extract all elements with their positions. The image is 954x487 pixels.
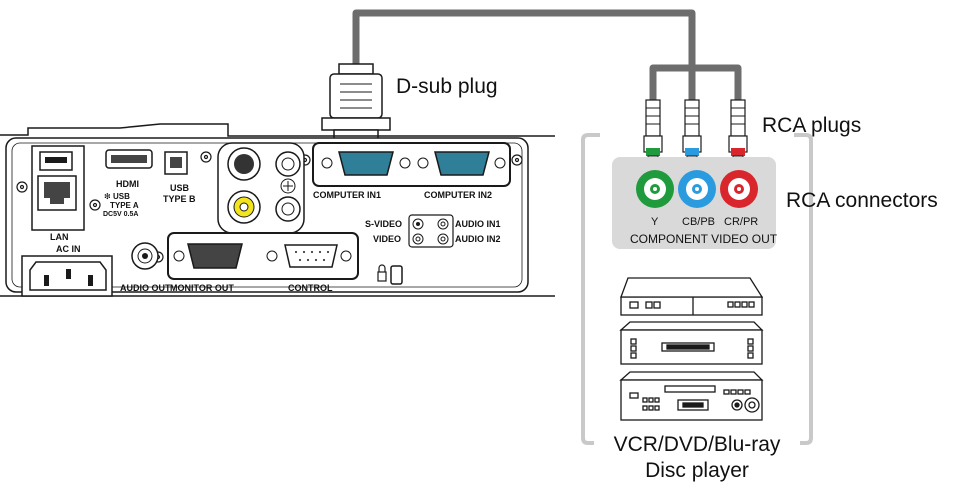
component-cable bbox=[352, 9, 742, 100]
control-label: CONTROL bbox=[288, 283, 333, 293]
audio-in2-label: AUDIO IN2 bbox=[455, 234, 501, 244]
projector-rear-panel: LAN HDMI USB ❇ TYPE A DC5V 0.5A USB TYPE… bbox=[0, 123, 555, 297]
rca-plug-red bbox=[728, 99, 748, 167]
rca-label-cb: CB/PB bbox=[682, 216, 715, 228]
audio-in1-label: AUDIO IN1 bbox=[455, 219, 501, 229]
hdmi-label: HDMI bbox=[116, 179, 139, 189]
rca-plugs-label: RCA plugs bbox=[762, 114, 862, 137]
player-caption-line1: VCR/DVD/Blu-ray bbox=[613, 433, 781, 456]
usb-icon: ❇ bbox=[104, 192, 111, 201]
dsub-plug-label: D-sub plug bbox=[396, 75, 498, 98]
audio-out-label: AUDIO OUT bbox=[120, 283, 171, 293]
rca-label-cr: CR/PR bbox=[724, 216, 758, 228]
component-video-out-label: COMPONENT VIDEO OUT bbox=[630, 232, 778, 246]
rca-connector-cb bbox=[678, 170, 716, 208]
monitor-out-port bbox=[173, 243, 243, 269]
rca-plug-green bbox=[643, 99, 663, 167]
rca-connector-cr bbox=[720, 170, 758, 208]
ac-in-label: AC IN bbox=[56, 244, 81, 254]
control-port bbox=[266, 244, 352, 268]
rca-plug-blue bbox=[682, 99, 702, 167]
device-bracket bbox=[581, 133, 813, 445]
rca-connector-y bbox=[636, 170, 674, 208]
lan-label: LAN bbox=[50, 232, 69, 242]
rca-connectors-label: RCA connectors bbox=[786, 189, 938, 212]
monitor-out-label: MONITOR OUT bbox=[170, 283, 234, 293]
usb-a-power-label: DC5V 0.5A bbox=[103, 211, 138, 218]
video-label: VIDEO bbox=[373, 234, 401, 244]
dvd-player-icon bbox=[620, 277, 764, 316]
rca-label-y: Y bbox=[651, 216, 659, 228]
blu-ray-player-icon bbox=[619, 371, 764, 421]
rca-connector-panel: Y CB/PB CR/PR COMPONENT VIDEO OUT bbox=[612, 157, 778, 249]
dsub-plug bbox=[321, 63, 391, 158]
computer-in1-port bbox=[321, 151, 411, 176]
usb-b-label-1: USB bbox=[170, 183, 190, 193]
computer-in1-label: COMPUTER IN1 bbox=[313, 190, 381, 200]
player-caption-line2: Disc player bbox=[645, 459, 749, 482]
computer-in2-label: COMPUTER IN2 bbox=[424, 190, 492, 200]
usb-a-label-1: USB bbox=[113, 192, 130, 201]
usb-b-label-2: TYPE B bbox=[163, 194, 196, 204]
usb-a-label-2: TYPE A bbox=[110, 201, 139, 210]
computer-in2-port bbox=[417, 151, 506, 176]
security-lock-icon bbox=[377, 264, 403, 285]
s-video-label: S-VIDEO bbox=[365, 219, 402, 229]
rca-plugs bbox=[643, 99, 748, 167]
vcr-icon bbox=[619, 321, 764, 365]
player-caption: VCR/DVD/Blu-ray Disc player bbox=[594, 432, 800, 484]
